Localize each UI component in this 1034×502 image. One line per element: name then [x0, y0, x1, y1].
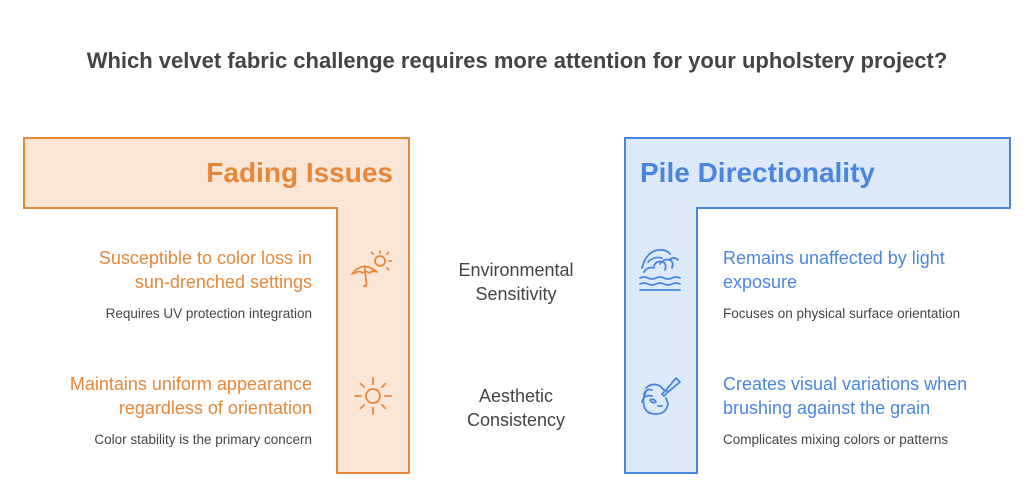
pile-item-1-title: Remains unaffected by light exposure	[723, 248, 945, 292]
umbrella-sun-icon	[349, 246, 397, 294]
fading-issues-header: Fading Issues	[23, 137, 410, 209]
pile-directionality-column	[624, 207, 698, 474]
pile-directionality-label: Pile Directionality	[640, 157, 875, 188]
pile-directionality-header: Pile Directionality	[624, 137, 1011, 209]
criterion-environmental-sensitivity: Environmental Sensitivity	[458, 260, 574, 304]
fading-item-1-title: Susceptible to color loss in sun-drenche…	[98, 248, 312, 292]
pile-item-2-description: Complicates mixing colors or patterns	[723, 432, 949, 447]
fading-item-2-title: Maintains uniform appearance regardless …	[69, 374, 312, 418]
criterion-aesthetic-consistency: Aesthetic Consistency	[466, 386, 566, 430]
brushing-hand-icon	[636, 372, 684, 420]
page-title: Which velvet fabric challenge requires m…	[86, 48, 948, 73]
fading-issues-column	[336, 207, 410, 474]
fading-issues-label: Fading Issues	[206, 157, 393, 188]
hand-touching-fabric-icon	[636, 246, 684, 294]
fading-item-1-description: Requires UV protection integration	[105, 306, 312, 321]
fading-item-2-description: Color stability is the primary concern	[94, 432, 312, 447]
pile-item-2-title: Creates visual variations when brushing …	[723, 374, 968, 418]
sun-icon	[349, 372, 397, 420]
pile-item-1-description: Focuses on physical surface orientation	[723, 306, 961, 321]
